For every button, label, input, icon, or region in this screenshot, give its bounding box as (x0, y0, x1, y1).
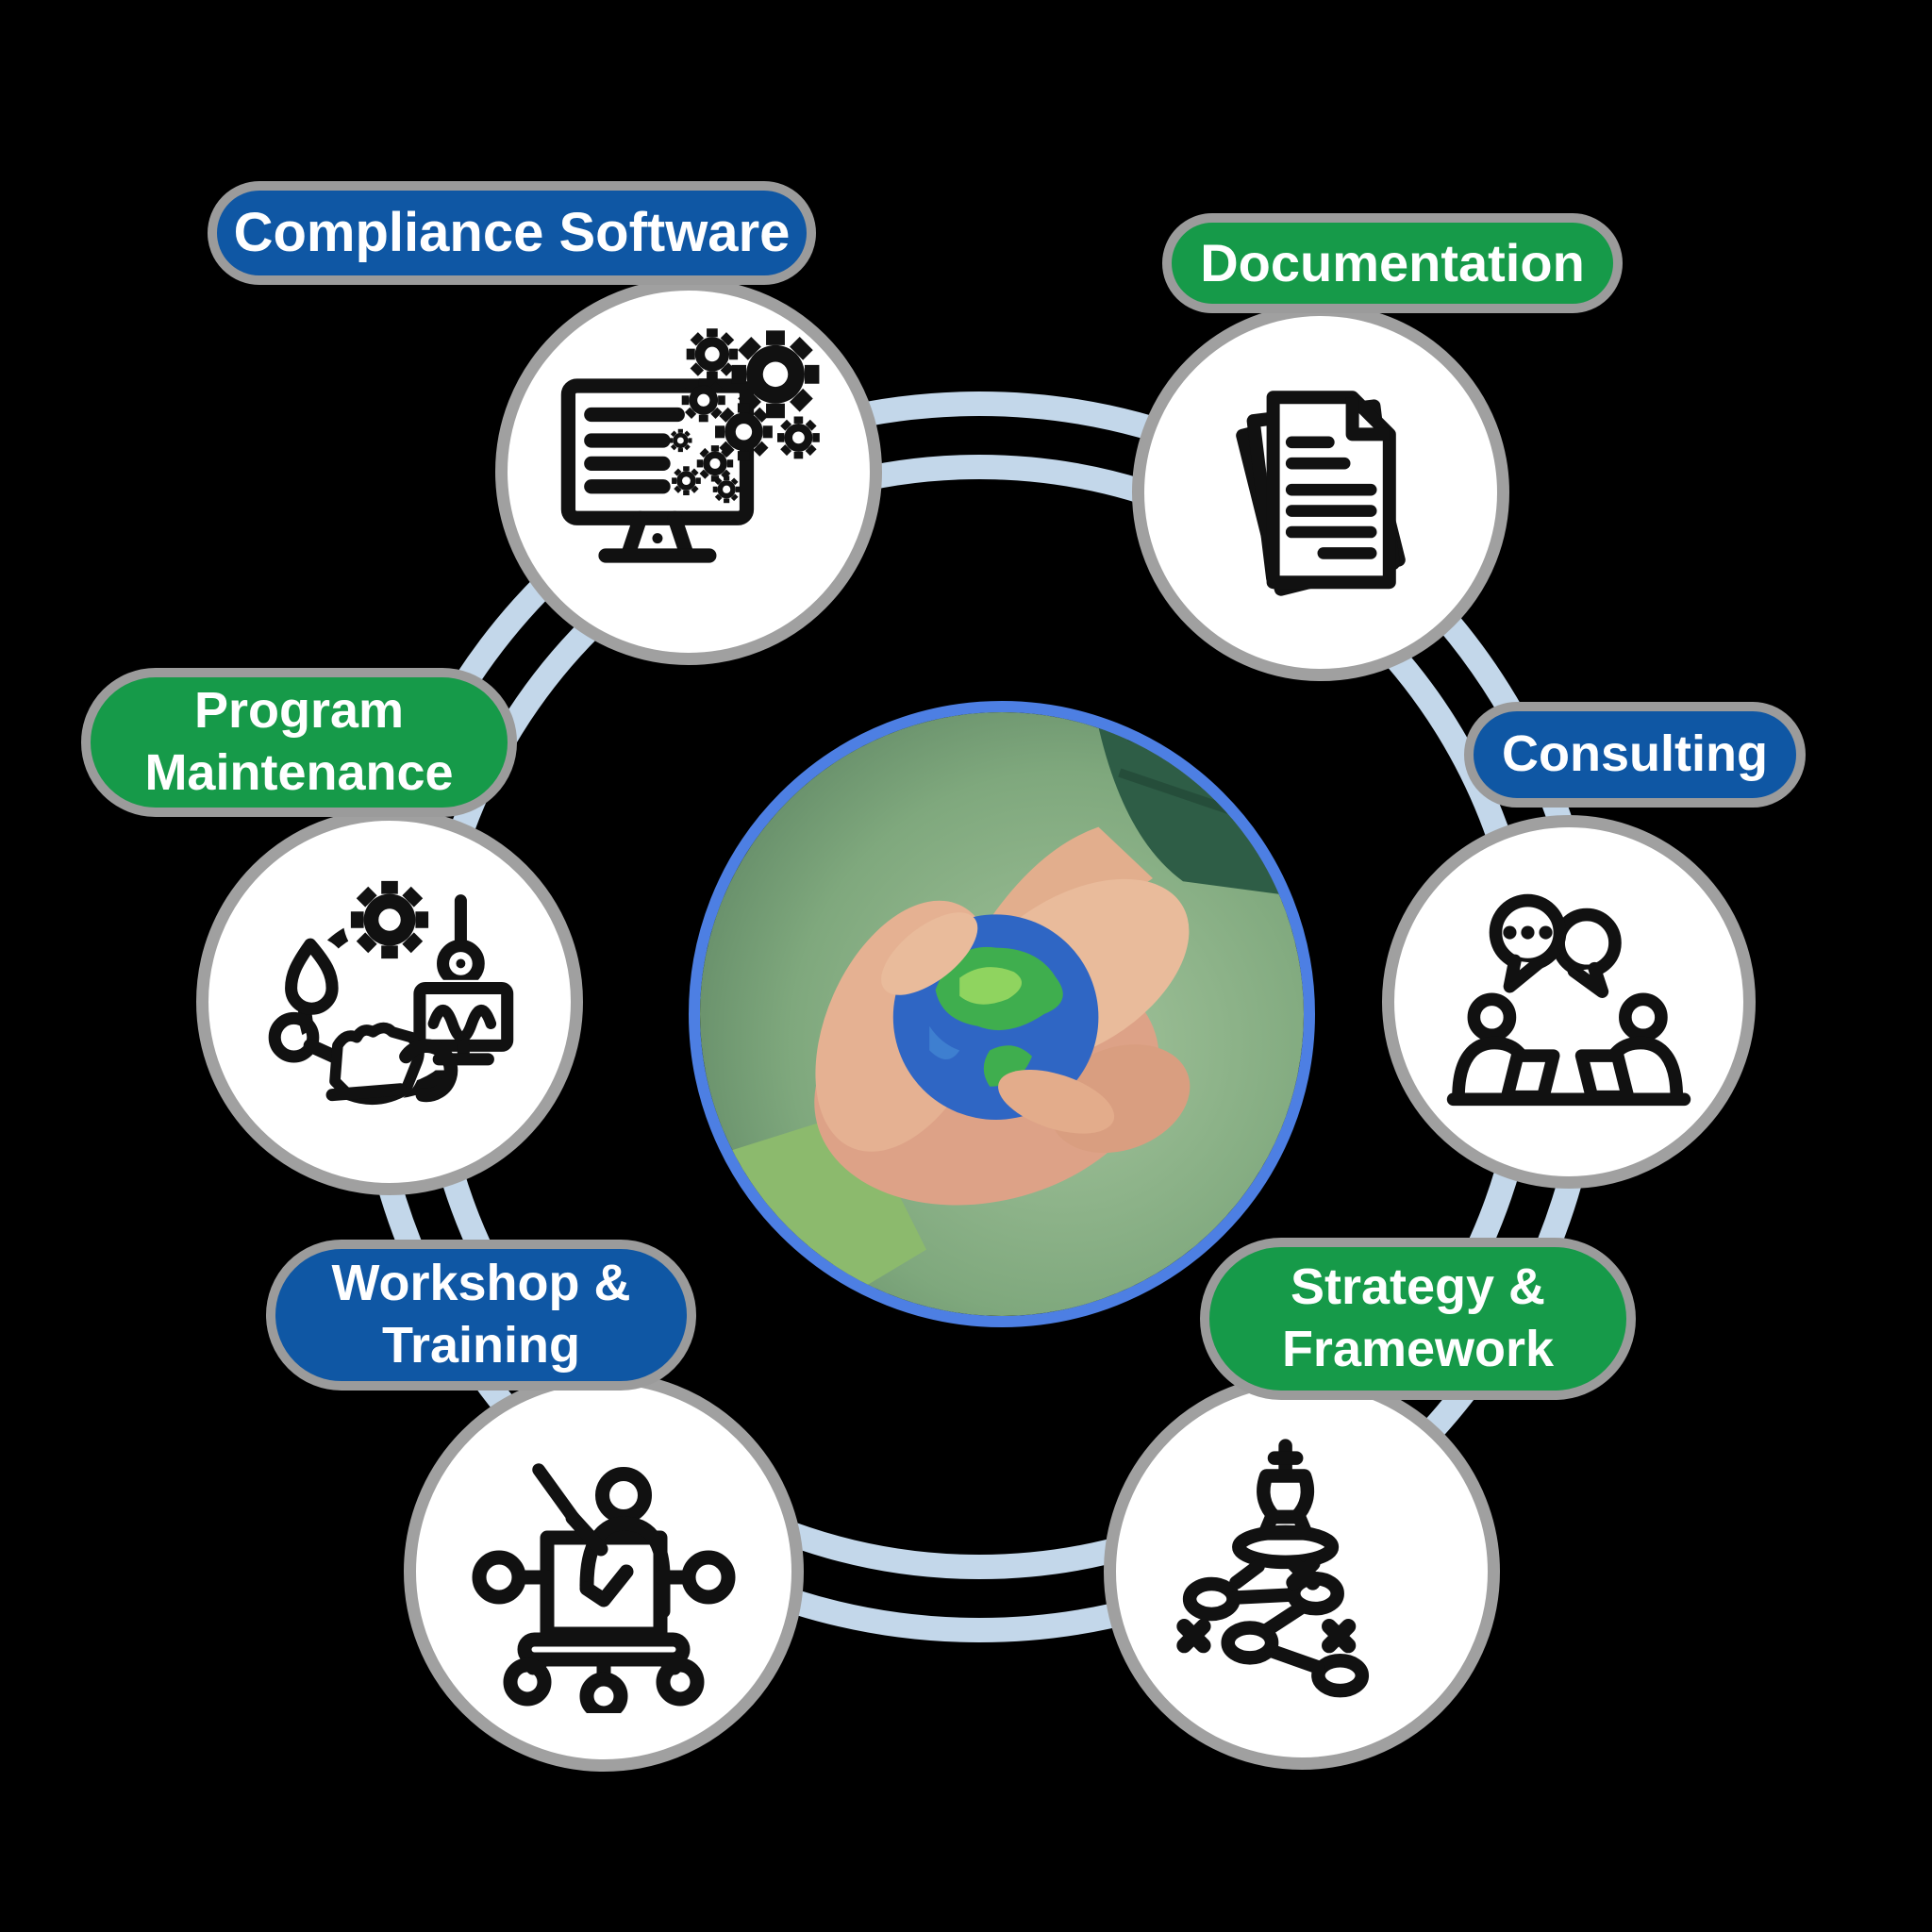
chess-strategy-icon (1176, 1439, 1370, 1698)
computer-gears-icon (560, 328, 833, 563)
pill-label: Documentation (1200, 232, 1585, 292)
pill-program-maintenance: Program Maintenance (81, 668, 517, 817)
node-strategy-framework (1104, 1374, 1500, 1770)
pill-label: Compliance Software (233, 201, 791, 263)
documents-icon (1236, 391, 1406, 596)
pill-consulting: Consulting (1464, 702, 1806, 808)
earth-in-hands-illustration (700, 712, 1304, 1316)
earth-in-hands-photo (689, 701, 1315, 1327)
node-documentation (1132, 304, 1509, 681)
maintenance-cycle-icon (268, 865, 516, 1114)
pill-label: Strategy & Framework (1281, 1258, 1555, 1377)
node-workshop-training (404, 1372, 804, 1772)
node-compliance-software (495, 278, 882, 665)
node-consulting (1382, 815, 1756, 1189)
discussion-people-icon (1446, 893, 1691, 1107)
pill-compliance-software: Compliance Software (208, 181, 816, 285)
pill-documentation: Documentation (1162, 213, 1623, 313)
pill-label: Program Maintenance (144, 682, 454, 801)
pill-strategy-framework: Strategy & Framework (1200, 1238, 1636, 1400)
trainer-presentation-icon (472, 1463, 736, 1713)
pill-label: Workshop & Training (331, 1255, 631, 1374)
node-program-maintenance (196, 808, 583, 1195)
pill-workshop-training: Workshop & Training (266, 1240, 696, 1391)
pill-label: Consulting (1502, 725, 1768, 783)
